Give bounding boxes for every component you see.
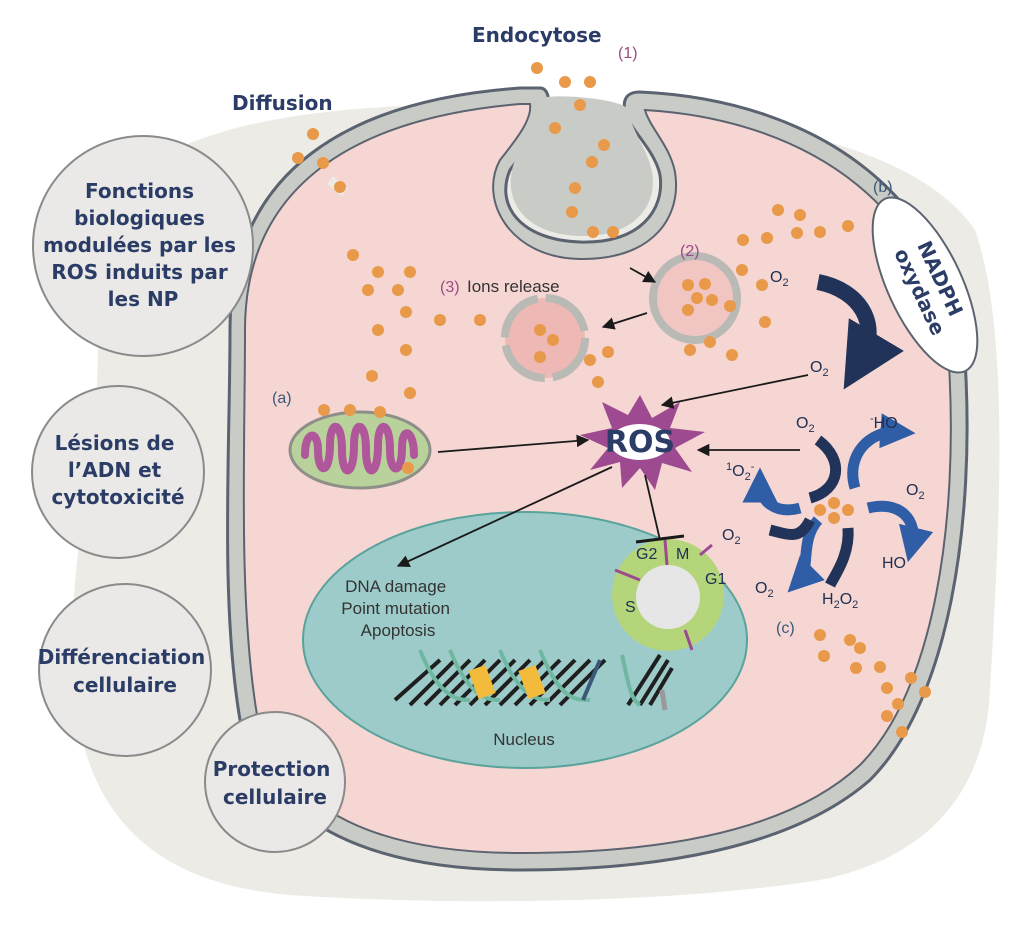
svg-text:Fonctions biologiques: Fonctions biologiques modulées par les R… <box>43 179 243 311</box>
effect-dna-damage: DNA damage <box>345 577 446 596</box>
label-a: (a) <box>272 390 292 407</box>
nadph-oxidase <box>871 196 979 374</box>
cycle-s: S <box>625 599 636 616</box>
effect-apoptosis: Apoptosis <box>361 621 436 640</box>
chem-o2-c4: O2 <box>755 580 774 600</box>
dna-strands <box>393 649 674 711</box>
nadph-arrow <box>816 274 904 390</box>
chem-singlet-oxygen: 1O2- <box>726 461 755 483</box>
bubble-fonctions: Fonctions biologiques modulées par les R… <box>32 135 254 357</box>
label-step2: (2) <box>680 243 700 260</box>
chem-o2-mid: O2 <box>810 359 829 379</box>
bubble-protection-line2: cellulaire <box>223 785 327 809</box>
mitochondrion <box>288 410 432 490</box>
cell-cycle <box>612 539 724 651</box>
cycle-m: M <box>676 546 689 563</box>
dna-effects-list: DNA damage Point mutation Apoptosis <box>341 577 454 640</box>
svg-text:Protection cellulaire: Protection cellulaire <box>213 757 338 809</box>
label-diffusion: Diffusion <box>232 91 333 115</box>
svg-text:Lésions de l’ADN et: Lésions de l’ADN et cytotoxicité <box>51 431 184 509</box>
catalysis-arrows <box>742 413 934 593</box>
lysosome-ion-release <box>501 294 589 382</box>
label-endocytose: Endocytose <box>472 23 602 47</box>
bubble-fonctions-line1: Fonctions <box>85 179 194 203</box>
bubble-lesions-line3: cytotoxicité <box>51 485 184 509</box>
bubble-lesions: Lésions de l’ADN et cytotoxicité <box>31 385 205 559</box>
pathway-arrows <box>396 267 809 567</box>
cycle-g1: G1 <box>705 571 726 588</box>
chem-h2o2: H2O2 <box>822 591 858 611</box>
label-nucleus: Nucleus <box>493 730 554 749</box>
chem-o2-c2: O2 <box>906 482 925 502</box>
cycle-g2: G2 <box>636 546 657 563</box>
bubble-fonctions-line3: modulées par les <box>43 233 236 257</box>
label-b: (b) <box>873 179 893 196</box>
chem-o2-c1: O2 <box>796 415 815 435</box>
label-ions-release: Ions release <box>467 277 560 296</box>
chem-ho-minus: -HO <box>870 413 898 432</box>
bubble-differenciation: Différenciation cellulaire <box>38 583 212 757</box>
label-ros: ROS <box>605 425 675 460</box>
bubble-differenciation-line1: Différenciation <box>38 645 206 669</box>
ros-core <box>610 424 670 460</box>
bubble-fonctions-line4: ROS induits par <box>51 260 228 284</box>
label-step3-num: (3) <box>440 279 460 296</box>
bubble-fonctions-line2: biologiques <box>74 206 205 230</box>
nanoparticles <box>292 62 931 738</box>
label-c: (c) <box>776 620 795 637</box>
label-step1: (1) <box>618 45 638 62</box>
chem-o2-top: O2 <box>770 269 789 289</box>
bubble-lesions-line1: Lésions de <box>55 431 175 455</box>
svg-text:Différenciation cellulai: Différenciation cellulaire <box>38 645 212 697</box>
bubble-fonctions-line5: les NP <box>108 287 179 311</box>
effect-point-mutation: Point mutation <box>341 599 450 618</box>
endocytosis-vesicle <box>510 96 653 237</box>
bubble-lesions-line2: l’ADN et <box>68 458 162 482</box>
bubble-differenciation-line2: cellulaire <box>73 673 177 697</box>
chem-o2-c3: O2 <box>722 527 741 547</box>
bubble-protection: Protection cellulaire <box>204 711 346 853</box>
bubble-protection-line1: Protection <box>213 757 331 781</box>
chem-ho: HO <box>882 555 906 572</box>
